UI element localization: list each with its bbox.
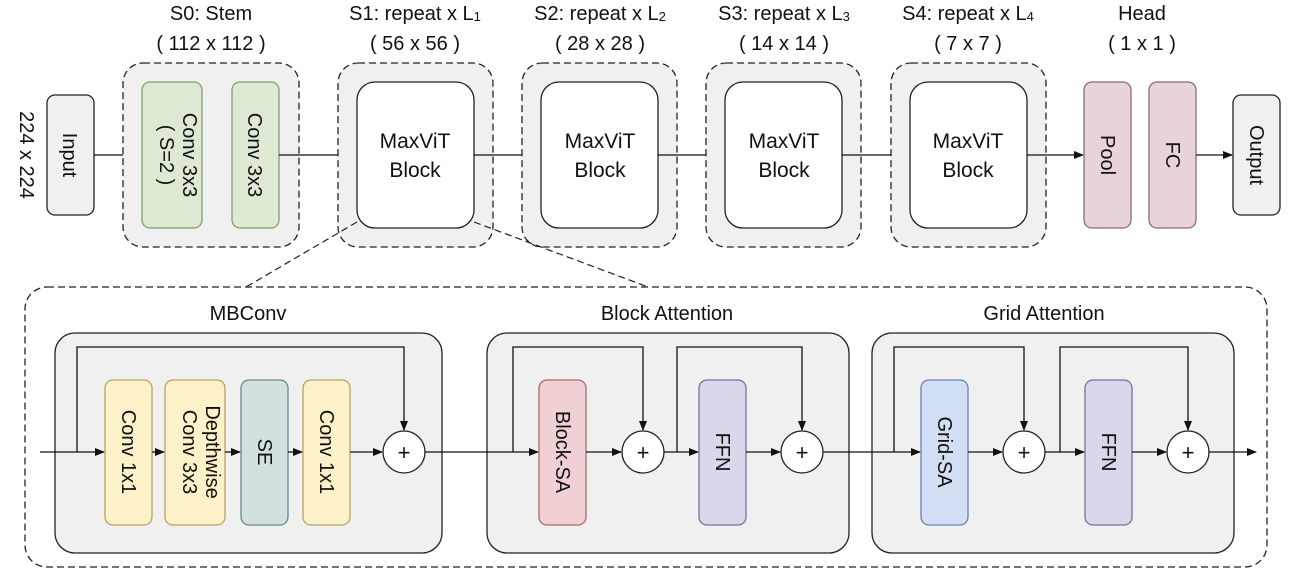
fc-label: FC (1161, 142, 1183, 169)
stage-s0-size: ( 112 x 112 ) (156, 33, 265, 55)
stem-conv1-label: Conv 3x3 (178, 113, 200, 198)
stage-s3-title: S3: repeat x L3 (718, 3, 850, 25)
mbconv-add-symbol: + (398, 440, 411, 465)
block-ffn-label: FFN (711, 433, 733, 472)
block-ffn-add-symbol: + (796, 440, 809, 465)
stage-s4-block-label-2: Block (942, 159, 994, 182)
stage-s3-size: ( 14 x 14 ) (739, 33, 829, 55)
stage-s2-title: S2: repeat x L2 (534, 3, 666, 25)
grid-ffn-label: FFN (1097, 433, 1119, 472)
grid-attention-title: Grid Attention (983, 303, 1104, 325)
stage-s0-title: S0: Stem (170, 3, 252, 25)
mbconv-depthwise-label-2: Conv 3x3 (178, 410, 200, 495)
stage-s2-block-label-2: Block (574, 159, 626, 182)
mbconv-title: MBConv (210, 303, 287, 325)
stage-s4-size: ( 7 x 7 ) (934, 33, 1002, 55)
output-box (1232, 94, 1281, 216)
stage-s3-maxvit-block (724, 81, 843, 229)
stage-s4-title: S4: repeat x L4 (902, 3, 1034, 25)
grid-sa-label: Grid-SA (933, 416, 955, 488)
stage-s4-block-label-1: MaxViT (933, 130, 1004, 153)
stage-s1-block-label-1: MaxViT (380, 130, 451, 153)
stage-s1-title: S1: repeat x L1 (349, 3, 481, 25)
input-resolution: 224 x 224 (15, 111, 37, 199)
stage-s3-block-label-1: MaxViT (749, 130, 820, 153)
stem-conv1-stride: ( S=2 ) (155, 125, 177, 186)
pool-label: Pool (1096, 135, 1118, 175)
stage-s2-block-label-1: MaxViT (565, 130, 636, 153)
stage-s1-block-label-2: Block (389, 159, 441, 182)
block-sa-add-symbol: + (637, 440, 650, 465)
mbconv-depthwise-label-1: Depthwise (201, 405, 223, 498)
head-size: ( 1 x 1 ) (1108, 33, 1176, 55)
stage-s2-size: ( 28 x 28 ) (555, 33, 645, 55)
mbconv-conv1x1-b-label: Conv 1x1 (315, 410, 337, 495)
head-title: Head (1118, 3, 1166, 25)
zoom-line-right (473, 221, 649, 288)
grid-ffn-add-symbol: + (1182, 440, 1195, 465)
output-label: Output (1245, 125, 1267, 185)
detail-flow-arrows (40, 346, 1257, 456)
stage-s4-maxvit-block (909, 81, 1028, 229)
mbconv-se-label: SE (253, 439, 275, 466)
pool-box (1083, 81, 1132, 229)
stage-s2-maxvit-block (540, 81, 659, 229)
stage-s1-maxvit-block (356, 81, 475, 229)
grid-sa-add-symbol: + (1018, 440, 1031, 465)
input-label: Input (58, 133, 80, 178)
stage-s3-block-label-2: Block (758, 159, 810, 182)
block-attention-title: Block Attention (601, 303, 733, 325)
mbconv-conv1x1-a-label: Conv 1x1 (117, 410, 139, 495)
stage-s1-size: ( 56 x 56 ) (370, 33, 460, 55)
block-sa-label: Block-SA (551, 411, 573, 494)
stem-conv2-label: Conv 3x3 (243, 113, 265, 198)
stem-conv1-box (141, 81, 203, 229)
